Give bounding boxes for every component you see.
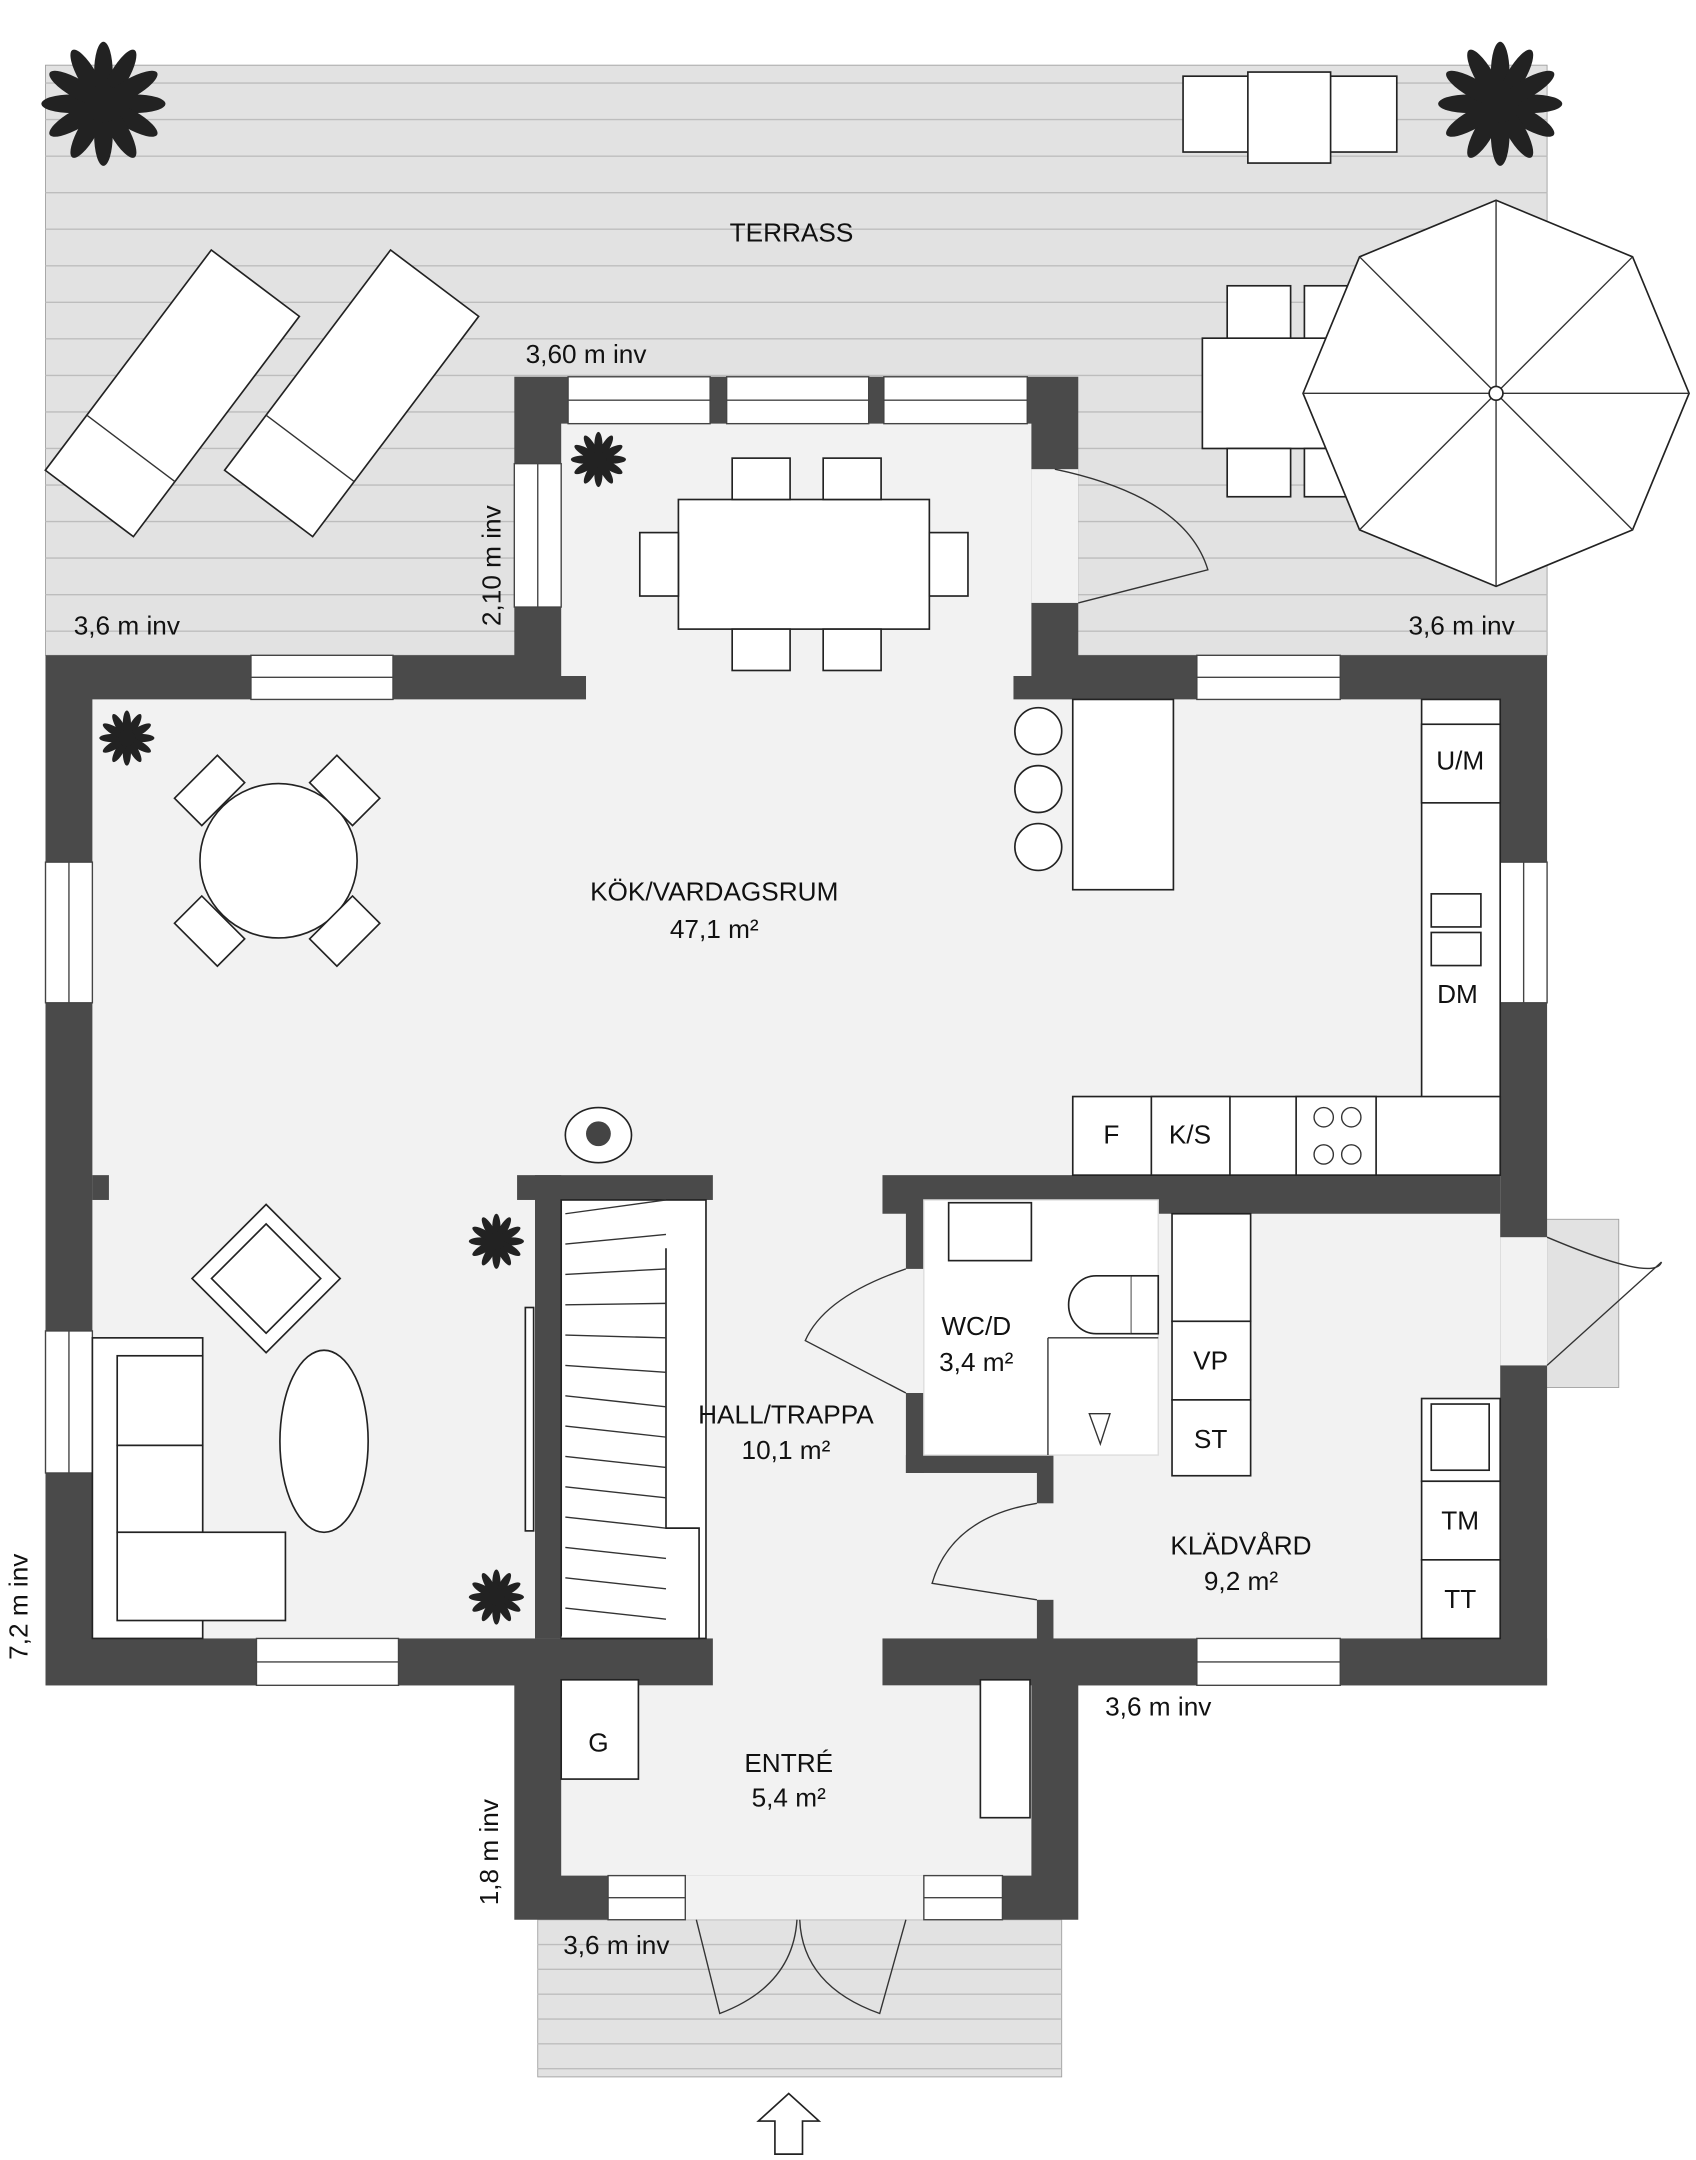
window [1196,1637,1341,1687]
room-name-kitchen-living: KÖK/VARDAGSRUM [590,877,838,907]
dim-entry-side: 1,8 m inv [474,1799,504,1905]
dim-dining-side: 2,10 m inv [477,505,507,626]
window [567,376,711,425]
label-um: U/M [1436,746,1484,776]
entrance-arrow-icon [756,2092,822,2155]
staircase[interactable] [560,1199,707,1640]
window [1499,861,1548,1004]
terrace-label: TERRASS [730,218,854,248]
label-st: ST [1194,1424,1227,1454]
entrance-door-right[interactable] [799,1919,907,2015]
dim-left-side: 7,2 m inv [4,1554,34,1660]
labels: TERRASS KÖK/VARDAGSRUM 47,1 m² WC/D 3,4 … [4,218,1515,1961]
room-area-laundry: 9,2 m² [1204,1566,1278,1596]
entrance-door-left[interactable] [695,1919,798,2015]
plants [41,41,1563,1625]
umbrella [1302,199,1691,588]
window [44,861,94,1004]
dim-dining-top: 3,60 m inv [526,339,647,369]
label-ks: K/S [1169,1119,1211,1149]
label-g: G [588,1728,608,1758]
label-f: F [1103,1119,1119,1149]
plant-icon [570,431,627,488]
plant-icon [99,710,155,766]
window [250,654,394,701]
window [923,1874,1004,1921]
plant-icon [1438,41,1563,166]
label-tt: TT [1444,1584,1476,1614]
windows [44,376,1548,1921]
window [255,1637,400,1687]
dim-terrace-right: 3,6 m inv [1408,611,1514,641]
side-door[interactable] [1546,1236,1663,1366]
window [725,376,870,425]
furniture [44,71,1691,1819]
doors [695,468,1663,2015]
room-area-entry: 5,4 m² [752,1783,826,1813]
room-area-kitchen-living: 47,1 m² [670,914,759,944]
window [513,462,562,608]
plant-icon [41,41,166,166]
room-name-wc: WC/D [941,1311,1011,1341]
label-tm: TM [1441,1506,1479,1536]
plant-icon [468,1213,524,1269]
room-name-hall: HALL/TRAPPA [698,1399,874,1429]
dim-terrace-left: 3,6 m inv [74,611,180,641]
label-dm: DM [1437,979,1478,1009]
room-name-laundry: KLÄDVÅRD [1170,1530,1311,1560]
terrace-door[interactable] [1054,468,1209,604]
room-area-wc: 3,4 m² [939,1347,1013,1377]
dim-entry-bottom: 3,6 m inv [563,1930,669,1960]
room-area-hall: 10,1 m² [742,1435,831,1465]
window [44,1330,94,1474]
window [883,376,1028,425]
wc-door[interactable] [804,1268,907,1394]
plant-icon [468,1569,524,1625]
laundry-door[interactable] [931,1502,1038,1601]
window [607,1874,686,1921]
window [1196,654,1341,701]
dim-right-bottom: 3,6 m inv [1105,1692,1211,1722]
label-vp: VP [1193,1346,1228,1376]
room-name-entry: ENTRÉ [744,1748,833,1778]
